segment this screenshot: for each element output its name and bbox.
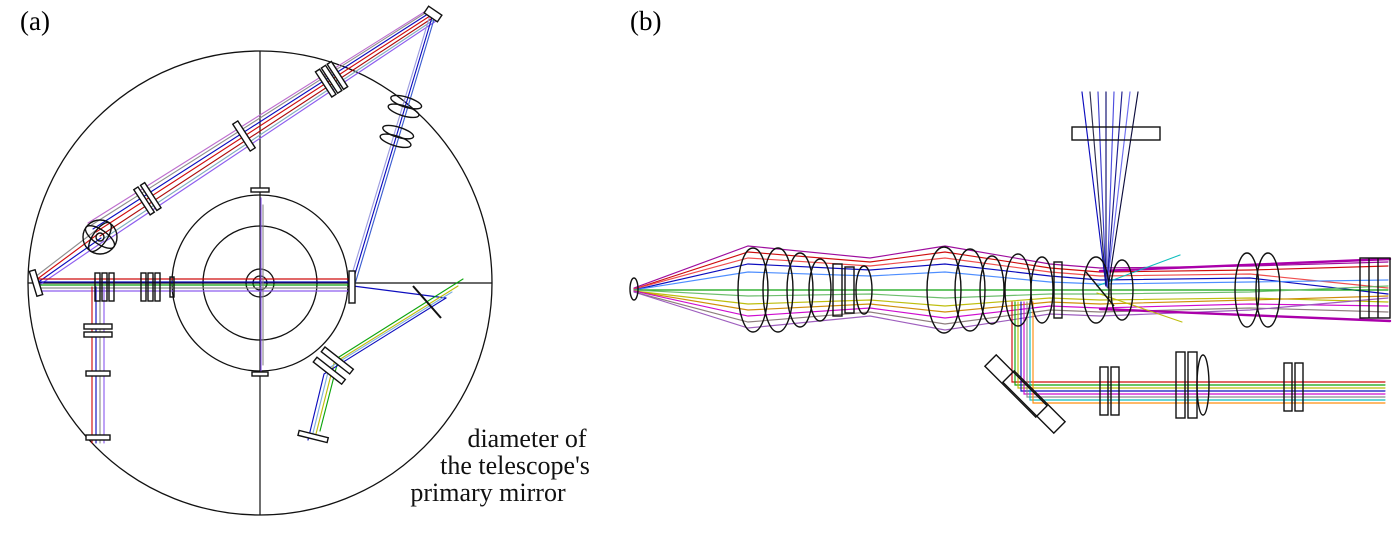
lens-group-2	[926, 246, 1005, 334]
vertical-element-right	[348, 270, 356, 304]
tilted-mirror-pair	[312, 346, 355, 386]
lens-pair-right-1	[387, 94, 423, 119]
panel-b-upward-rays	[1081, 91, 1139, 289]
source-element	[629, 277, 639, 301]
lens-group-3	[1004, 253, 1063, 327]
ray-bundle-right-steep	[348, 11, 447, 299]
annotation-line-1: diameter of	[467, 424, 586, 453]
ray-bundle-vertical	[91, 286, 105, 444]
detector-block	[1359, 257, 1391, 319]
lens-cluster-horizontal-1	[94, 272, 115, 302]
axis-tick-lower	[251, 371, 269, 377]
beamsplitter-group	[1082, 256, 1134, 324]
annotation-line-2: the telescope's	[440, 451, 590, 480]
panel-a-label: (a)	[20, 6, 50, 36]
lens-cluster-horizontal-2	[140, 272, 161, 302]
lens-vertical-branch-2	[85, 370, 111, 377]
lens-group-4	[1234, 252, 1281, 328]
annotation-line-3: primary mirror	[410, 478, 566, 507]
top-filter-plate	[1071, 126, 1161, 141]
lens-stack-diagonal-1	[314, 60, 349, 98]
axis-tick-upper	[250, 187, 270, 193]
edge-fold-mirror	[28, 268, 44, 298]
lens-vertical-branch-3	[85, 434, 111, 441]
fold-flat-diagonal	[231, 119, 257, 153]
lower-lens-2	[1175, 351, 1210, 419]
annotation-primary-mirror-diameter: diameter of the telescope's primary mirr…	[410, 424, 590, 507]
lens-stack-vertical-branch-1	[83, 323, 113, 338]
lower-lens-1	[1099, 366, 1120, 416]
panel-b: (b)	[629, 6, 1392, 435]
lower-lens-3	[1283, 362, 1304, 412]
lens-pair-right-2	[379, 124, 415, 149]
ray-center-vertical	[260, 197, 264, 373]
end-element-fan	[297, 429, 330, 444]
small-stop-horizontal	[169, 276, 175, 298]
panel-b-label: (b)	[630, 6, 661, 36]
panel-b-elements	[629, 126, 1391, 435]
panel-a-elements	[28, 5, 443, 444]
ray-bundle-diagonal	[87, 8, 437, 242]
ball-lens	[82, 219, 118, 255]
ray-bundle-horizontal	[35, 278, 353, 292]
telescope-aperture-circle	[27, 50, 493, 516]
thin-tilted-plate	[412, 285, 442, 319]
lens-group-1	[737, 247, 873, 333]
lens-stack-diagonal-2	[132, 181, 163, 216]
panel-a: (a)	[20, 5, 590, 516]
fold-mirror-45deg	[983, 353, 1067, 435]
telescope-focus-element	[423, 5, 443, 23]
panel-a-rays	[34, 8, 464, 444]
ray-bundle-to-edge-mirror	[34, 230, 105, 287]
panel-b-lower-branch-rays	[1011, 301, 1386, 404]
